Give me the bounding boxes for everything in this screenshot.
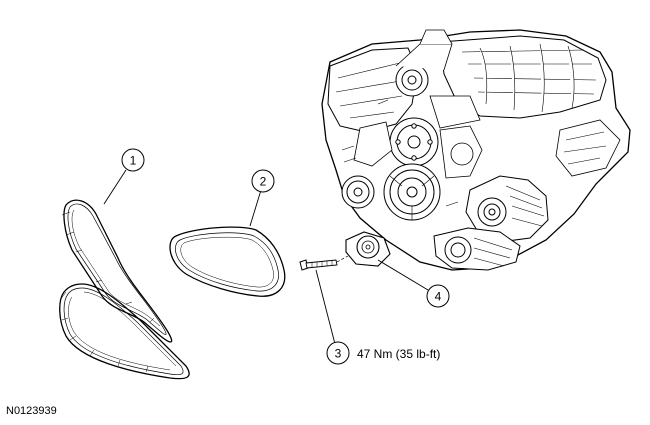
engine-assembly [321,29,631,271]
belt-tensioner [345,231,391,267]
callout-1-number: 1 [130,154,137,168]
torque-spec: 47 Nm (35 lb-ft) [357,347,441,361]
callout-2: 2 [251,169,275,193]
leader-line-2 [249,189,262,227]
tensioner-bolt [299,255,349,271]
ac-compressor-belt [169,226,286,297]
callout-1: 1 [121,148,145,172]
callout-3: 3 [326,341,350,365]
callout-2-number: 2 [260,175,267,189]
leader-line-4 [377,259,429,291]
leader-line-1 [103,169,127,205]
figure-id: N0123939 [6,405,57,417]
accessory-drive-belt [59,199,190,380]
callout-4: 4 [426,284,450,308]
leader-line-3 [315,269,336,345]
callout-4-number: 4 [435,290,442,304]
callout-3-number: 3 [335,347,342,361]
leader-lines [103,169,429,345]
